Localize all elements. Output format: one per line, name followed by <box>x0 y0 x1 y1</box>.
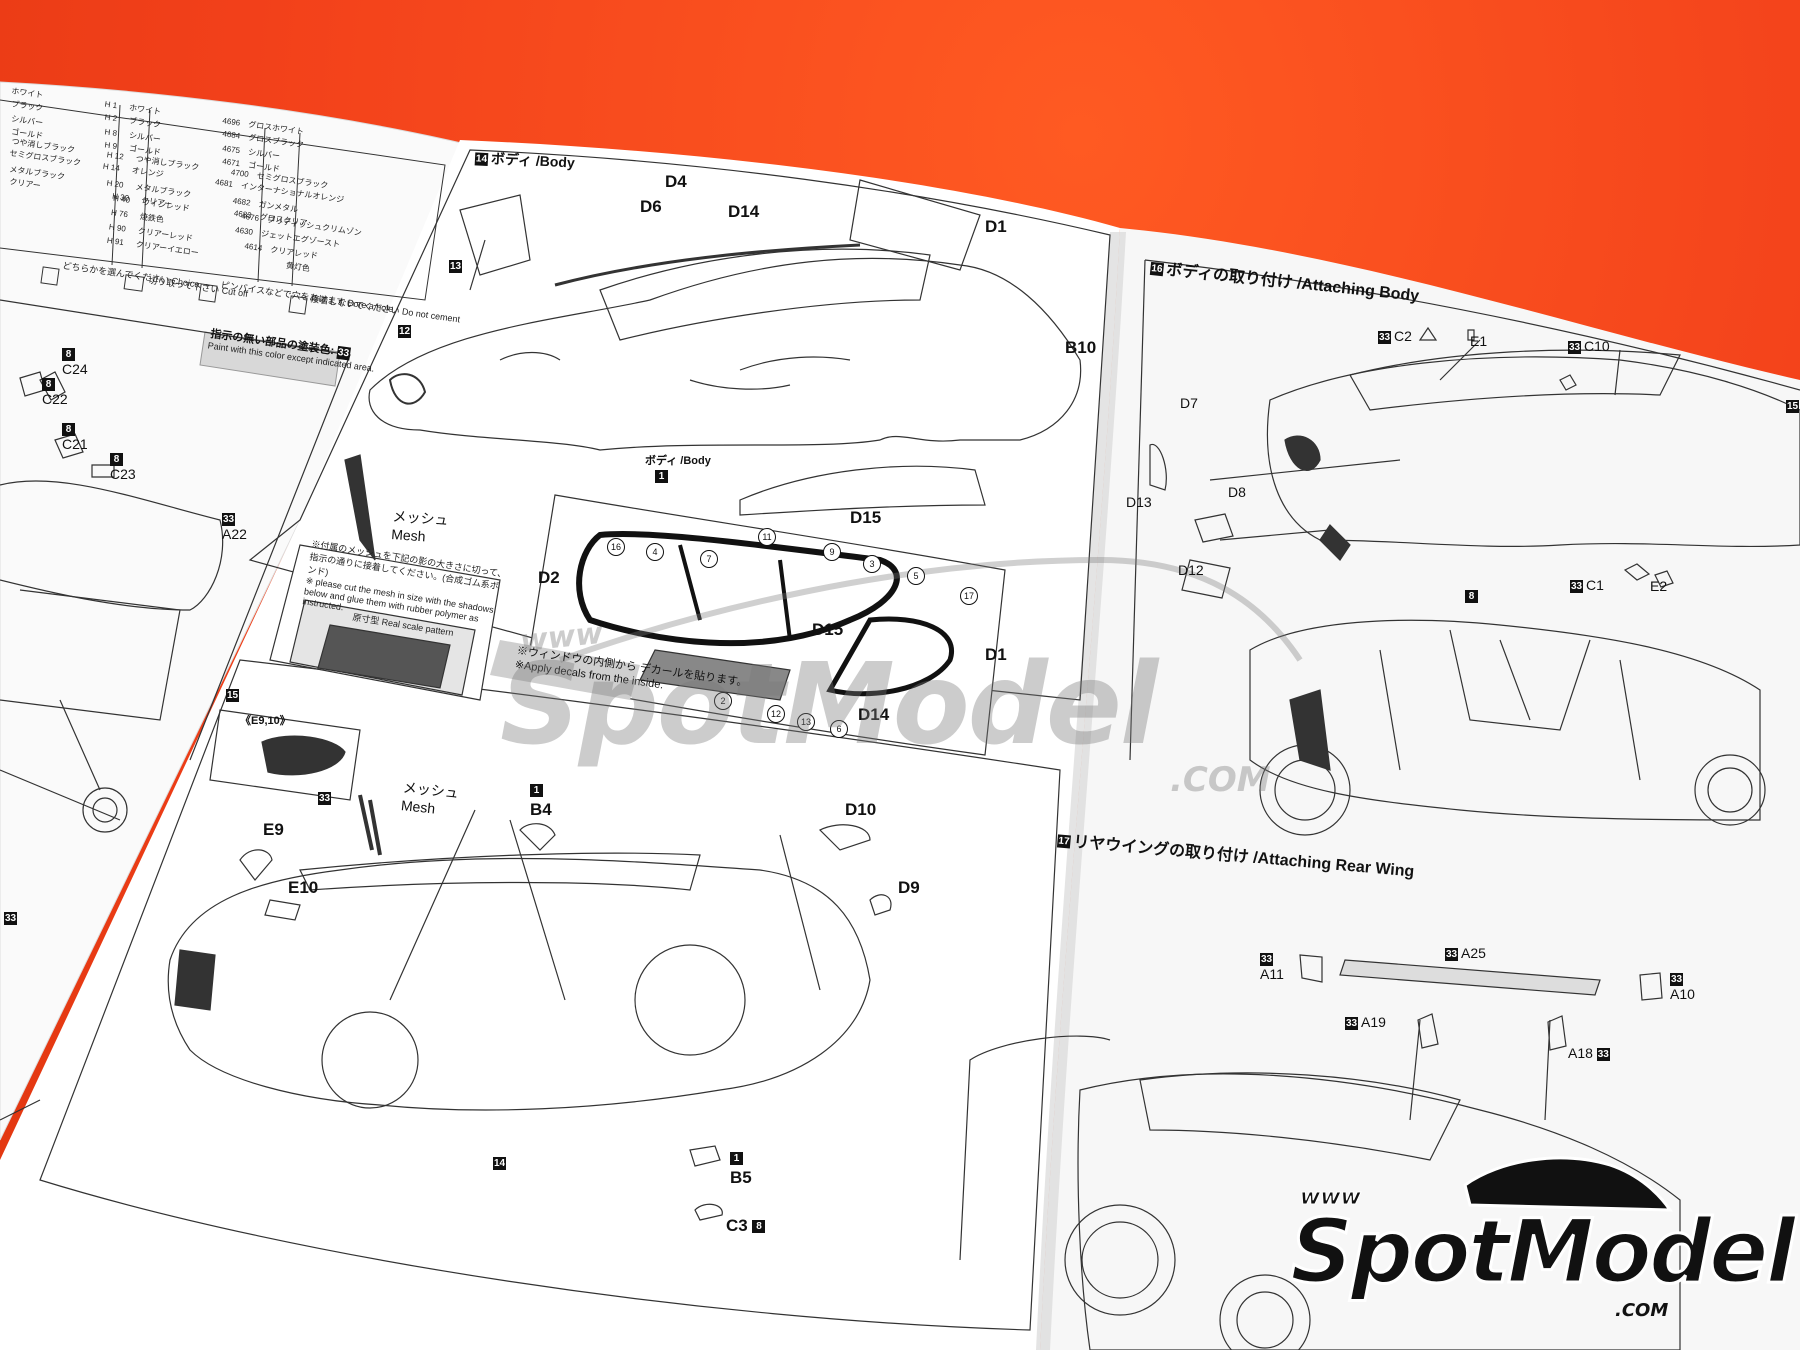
part-a18: A18 33 <box>1568 1045 1610 1061</box>
window-number: 6 <box>830 720 848 738</box>
part-b10: B10 <box>1065 338 1097 357</box>
window-number: 16 <box>607 538 625 556</box>
watermark-center: SpotModel <box>500 640 1158 770</box>
part-c3: C3 8 <box>726 1216 768 1236</box>
part-d9: D9 <box>898 878 920 897</box>
window-number: 4 <box>646 543 664 561</box>
part-d12: D12 <box>1178 562 1204 578</box>
part-d4: D4 <box>665 172 687 191</box>
part-d6: D6 <box>640 197 662 216</box>
part-e2: E2 <box>1650 578 1668 594</box>
part-d7: D7 <box>1180 395 1198 411</box>
left-edge-badge: 33 <box>4 912 17 926</box>
part-e1: E1 <box>1470 333 1488 349</box>
step-15-badge: 33 <box>318 792 331 806</box>
sub-badge-13: 13 <box>449 260 462 274</box>
window-part-d14: D14 <box>858 705 890 724</box>
window-number: 2 <box>714 692 732 710</box>
watermark-www-logo: www <box>1300 1185 1362 1211</box>
window-part-d2: D2 <box>538 568 560 587</box>
part-d10: D10 <box>845 800 877 819</box>
watermark-com-logo: .COM <box>1615 1300 1669 1321</box>
spotmodel-logo: SpotModel <box>1289 1199 1798 1305</box>
middle-page <box>0 140 1120 1350</box>
edge-badge-15: 15 <box>1786 400 1799 414</box>
body-label: ボディ /Body <box>645 455 711 467</box>
step-15-sub: 《E9,10》 <box>240 715 291 727</box>
part-d14: D14 <box>728 202 760 221</box>
window-number: 5 <box>907 567 925 585</box>
bottom-badge-14: 14 <box>493 1157 506 1171</box>
window-number: 12 <box>767 705 785 723</box>
window-part-d1: D1 <box>985 645 1007 664</box>
watermark-com-center: .COM <box>1170 760 1271 800</box>
body-badge: 1 <box>655 468 671 486</box>
part-d15: D15 <box>850 508 882 527</box>
part-e10: E10 <box>288 878 319 897</box>
window-number: 3 <box>863 555 881 573</box>
window-part-d15: D15 <box>812 620 844 639</box>
step14-frame <box>248 149 1111 701</box>
right-page <box>1040 228 1800 1350</box>
window-number: 7 <box>700 550 718 568</box>
step-15-title: 15 <box>226 688 239 702</box>
part-d8: D8 <box>1228 484 1246 500</box>
window-number: 9 <box>823 543 841 561</box>
sub-badge-12: 12 <box>398 325 411 339</box>
window-number: 13 <box>797 713 815 731</box>
step15-frame <box>39 659 1061 1331</box>
step16-frame <box>1144 259 1800 391</box>
part-d1: D1 <box>985 217 1007 236</box>
part-e9: E9 <box>263 820 284 839</box>
window-number: 11 <box>758 528 776 546</box>
window-number: 17 <box>960 587 978 605</box>
part-d13: D13 <box>1126 494 1152 510</box>
badge-8: 8 <box>1465 588 1481 606</box>
